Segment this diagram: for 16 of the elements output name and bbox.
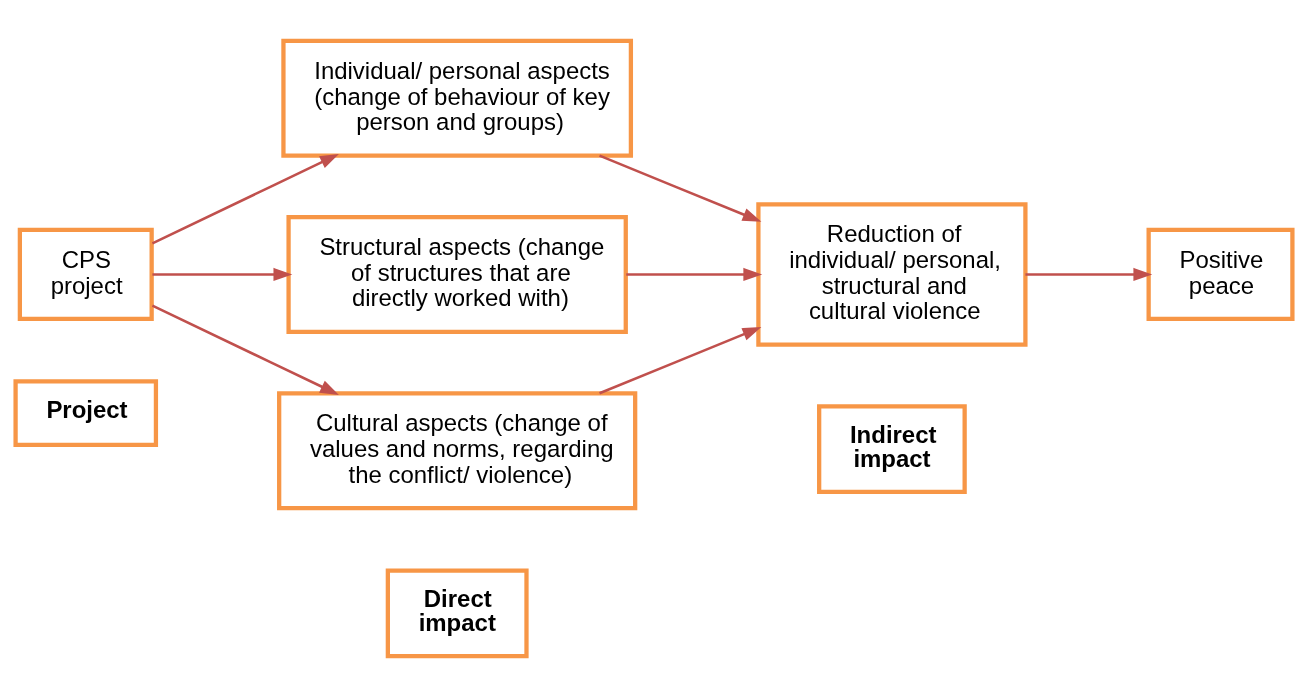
node-box: Indirect impact xyxy=(817,404,967,494)
arrow xyxy=(151,304,339,395)
node-box: Project xyxy=(13,379,159,447)
arrow xyxy=(599,327,762,395)
node-box: Individual/ personal aspects (change of behaviour of key person and groups) xyxy=(281,38,634,158)
arrow xyxy=(599,154,762,222)
node-box: Cultural aspects (change of values and norms, regarding the conflict/ violence) xyxy=(277,391,638,511)
node-box: Reduction of individual/ personal, structural and cultural violence xyxy=(756,202,1028,347)
node-box: CPS project xyxy=(17,227,154,322)
node-box: Direct impact xyxy=(385,568,529,659)
node-box: Structural aspects (change of structures that are directly worked with) xyxy=(286,215,628,334)
arrow xyxy=(626,267,763,282)
arrow xyxy=(152,267,293,282)
node-box: Positive peace xyxy=(1146,227,1295,322)
arrow xyxy=(151,154,339,245)
arrow xyxy=(1025,267,1153,282)
